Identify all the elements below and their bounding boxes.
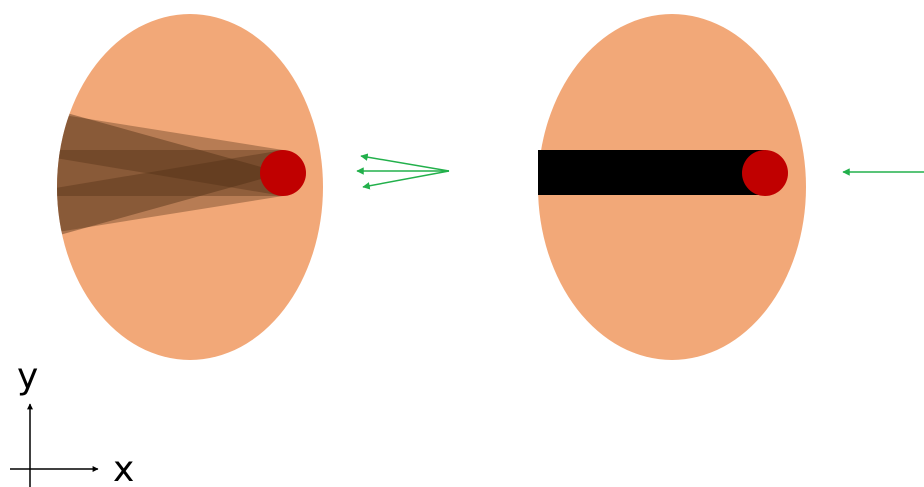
- left-red-core: [260, 150, 306, 196]
- left-fan-outer: [57, 100, 283, 246]
- diverging-arrow-up: [360, 153, 450, 172]
- axes-indicator: y x: [10, 356, 134, 487]
- right-panel: [538, 14, 806, 360]
- left-ellipse: [57, 14, 323, 360]
- x-axis-label: x: [113, 449, 134, 487]
- left-fan-upper-beam: [57, 108, 283, 196]
- left-beam-fan: [57, 100, 283, 246]
- left-panel: [57, 14, 323, 360]
- y-axis-label: y: [17, 356, 38, 397]
- right-red-core: [742, 150, 788, 196]
- left-fan-center-beam: [57, 150, 283, 196]
- diverging-arrow-down: [362, 170, 450, 190]
- diverging-arrows: [356, 153, 450, 190]
- right-solid-beam: [538, 150, 766, 195]
- left-fan-lower-beam: [57, 150, 283, 238]
